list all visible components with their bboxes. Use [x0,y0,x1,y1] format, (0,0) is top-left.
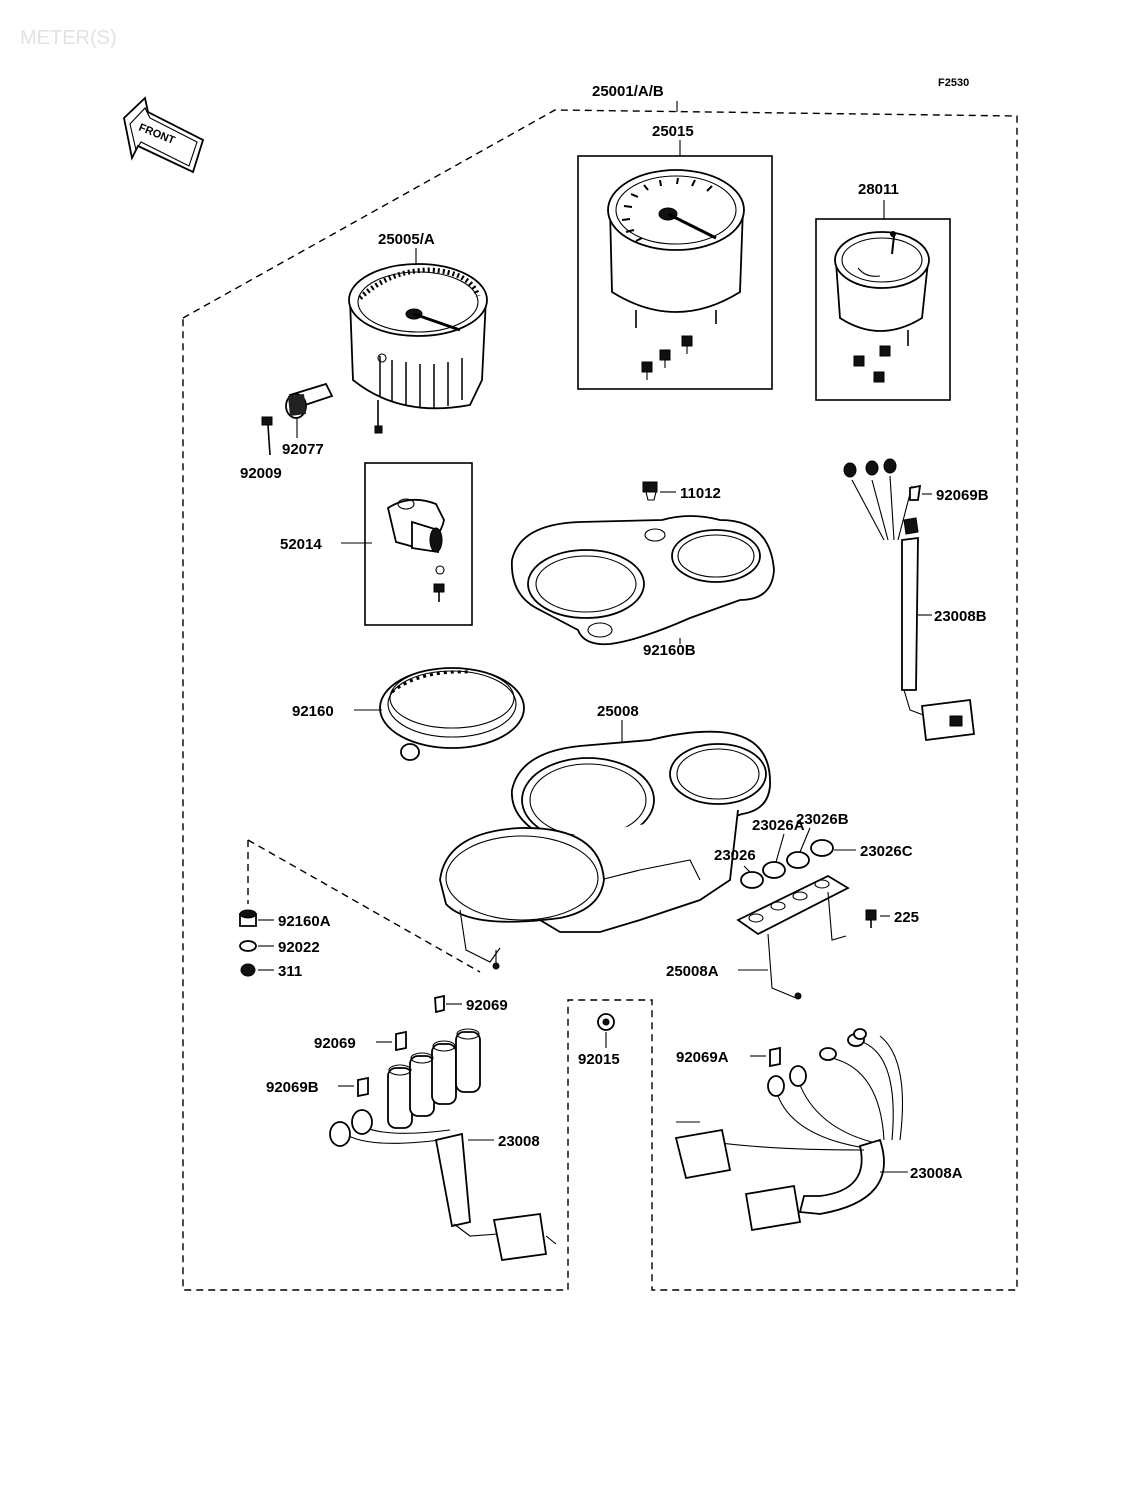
label-92069B-top: 92069B [936,487,989,504]
mount-hardware: 92160A 92022 311 [239,839,481,980]
screw-225: 225 [865,909,919,928]
label-52014: 52014 [280,536,322,553]
label-92160B: 92160B [643,642,696,659]
label-25015: 25015 [652,123,694,140]
label-311: 311 [278,963,302,980]
tachometer-25015: 25015 [577,123,773,390]
label-23008A: 23008A [910,1165,963,1182]
label-92160: 92160 [292,703,334,720]
harness-23008: 92069 92069 92069B 23008 [266,994,557,1262]
label-92022: 92022 [278,939,320,956]
label-225: 225 [894,909,919,926]
label-23008B: 23008B [934,608,987,625]
label-92069-a: 92069 [466,997,508,1014]
grommets-23026: 23026 23026A 23026B 23026C [714,811,913,889]
harness-23008A: 92069A 23008A [674,1028,963,1232]
label-23008: 23008 [498,1133,540,1150]
label-28011: 28011 [858,181,899,198]
screw-92009: 92009 [240,416,282,482]
front-arrow-icon: FRONT [123,96,205,174]
speedometer-25005: 25005/A [348,231,488,434]
label-25008A: 25008A [666,963,719,980]
label-23026B: 23026B [796,811,849,828]
cover-92160B: 92160B [511,515,775,659]
figure-code: F2530 [938,77,969,89]
nut-92015: 92015 [578,1013,620,1068]
label-92069A: 92069A [676,1049,729,1066]
gear-92077: 92077 [282,382,334,458]
screw-11012: 11012 [642,481,721,502]
label-25008: 25008 [597,703,639,720]
label-92160A: 92160A [278,913,331,930]
label-92077: 92077 [282,441,324,458]
label-23026C: 23026C [860,843,913,860]
label-11012: 11012 [680,485,721,502]
plate-25008A: 25008A [666,874,850,1000]
assembly-outline: 25001/A/B [182,83,1018,1291]
watermark: METER(S) [20,27,117,49]
label-92015: 92015 [578,1051,620,1068]
label-23026: 23026 [714,847,756,864]
gauge-28011: 28011 [815,181,951,401]
label-92069-b: 92069 [314,1035,356,1052]
harness-23008B: 92069B 23008B [843,458,989,742]
label-92069B-bot: 92069B [266,1079,319,1096]
ring-92160: 92160 [292,667,525,761]
label-25005: 25005/A [378,231,435,248]
label-92009: 92009 [240,465,282,482]
drive-52014: 52014 [280,462,473,626]
label-23026A: 23026A [752,817,805,834]
label-25001: 25001/A/B [592,83,664,100]
bracket-25008: 25008 [439,703,771,970]
